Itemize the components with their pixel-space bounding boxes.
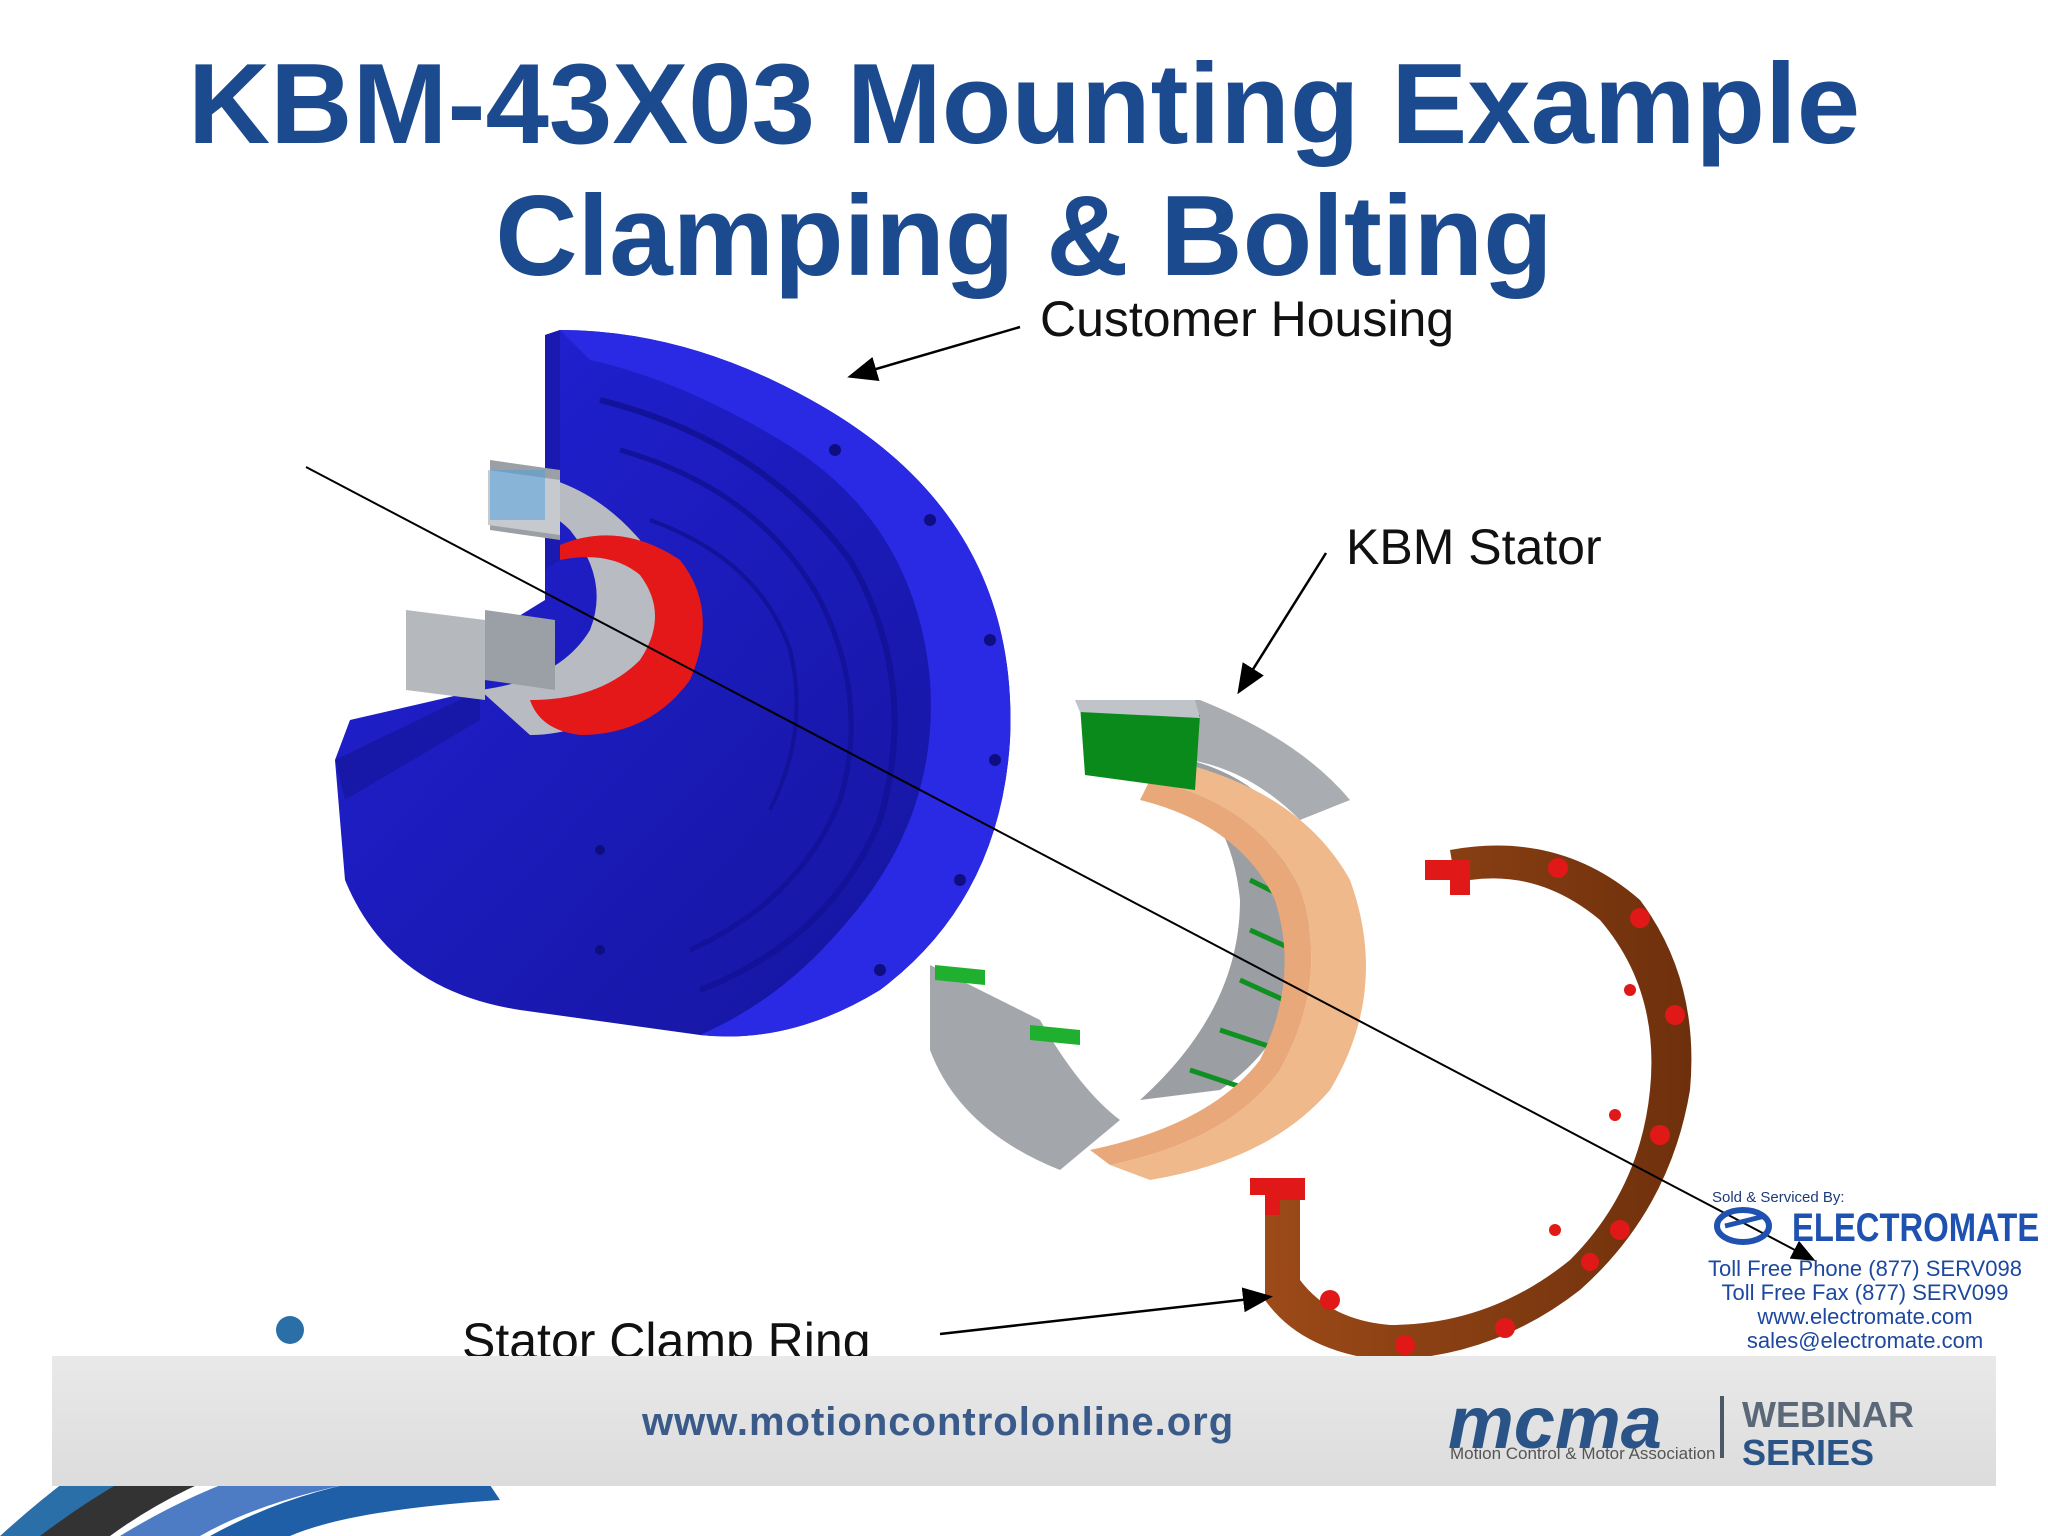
dealer-website-link[interactable]: www.electromate.com — [1757, 1304, 1973, 1329]
mcma-logo-subtitle: Motion Control & Motor Association — [1450, 1444, 1716, 1463]
clamp-ring-leader-arrow — [939, 1287, 1273, 1336]
axis-line — [305, 466, 1816, 1261]
electromate-name: ELECTROMATE — [1792, 1206, 2040, 1250]
housing-bore — [406, 460, 703, 735]
mcma-logo-text: mcma — [1448, 1381, 1662, 1464]
webinar-line-2: SERIES — [1742, 1432, 1875, 1473]
footer-divider — [1720, 1396, 1724, 1458]
page-title-line-1: KBM-43X03 Mounting Example — [187, 41, 1861, 168]
footer-url-link[interactable]: www.motioncontrolonline.org — [642, 1400, 1235, 1444]
kbm-stator-label: KBM Stator — [1346, 519, 1602, 575]
stator-leader-arrow — [1237, 552, 1328, 695]
dealer-email-link[interactable]: sales@electromate.com — [1746, 1328, 1984, 1353]
footer-band — [52, 1356, 1996, 1486]
dealer-fax: Toll Free Fax (877) SERV099 — [1721, 1280, 2009, 1305]
electromate-logo-icon — [1714, 1207, 1772, 1245]
webinar-series-badge: WEBINAR SERIES — [1742, 1396, 1914, 1472]
stator-clamp-ring — [1250, 845, 1692, 1360]
customer-housing-label: Customer Housing — [1040, 291, 1455, 347]
kbm-stator — [930, 700, 1366, 1180]
webinar-line-1: WEBINAR — [1742, 1394, 1914, 1435]
dealer-phone: Toll Free Phone (877) SERV098 — [1708, 1256, 2022, 1281]
page-title-line-2: Clamping & Bolting — [495, 173, 1553, 300]
sold-by-label: Sold & Serviced By: — [1712, 1189, 1845, 1206]
housing-leader-arrow — [847, 325, 1021, 381]
